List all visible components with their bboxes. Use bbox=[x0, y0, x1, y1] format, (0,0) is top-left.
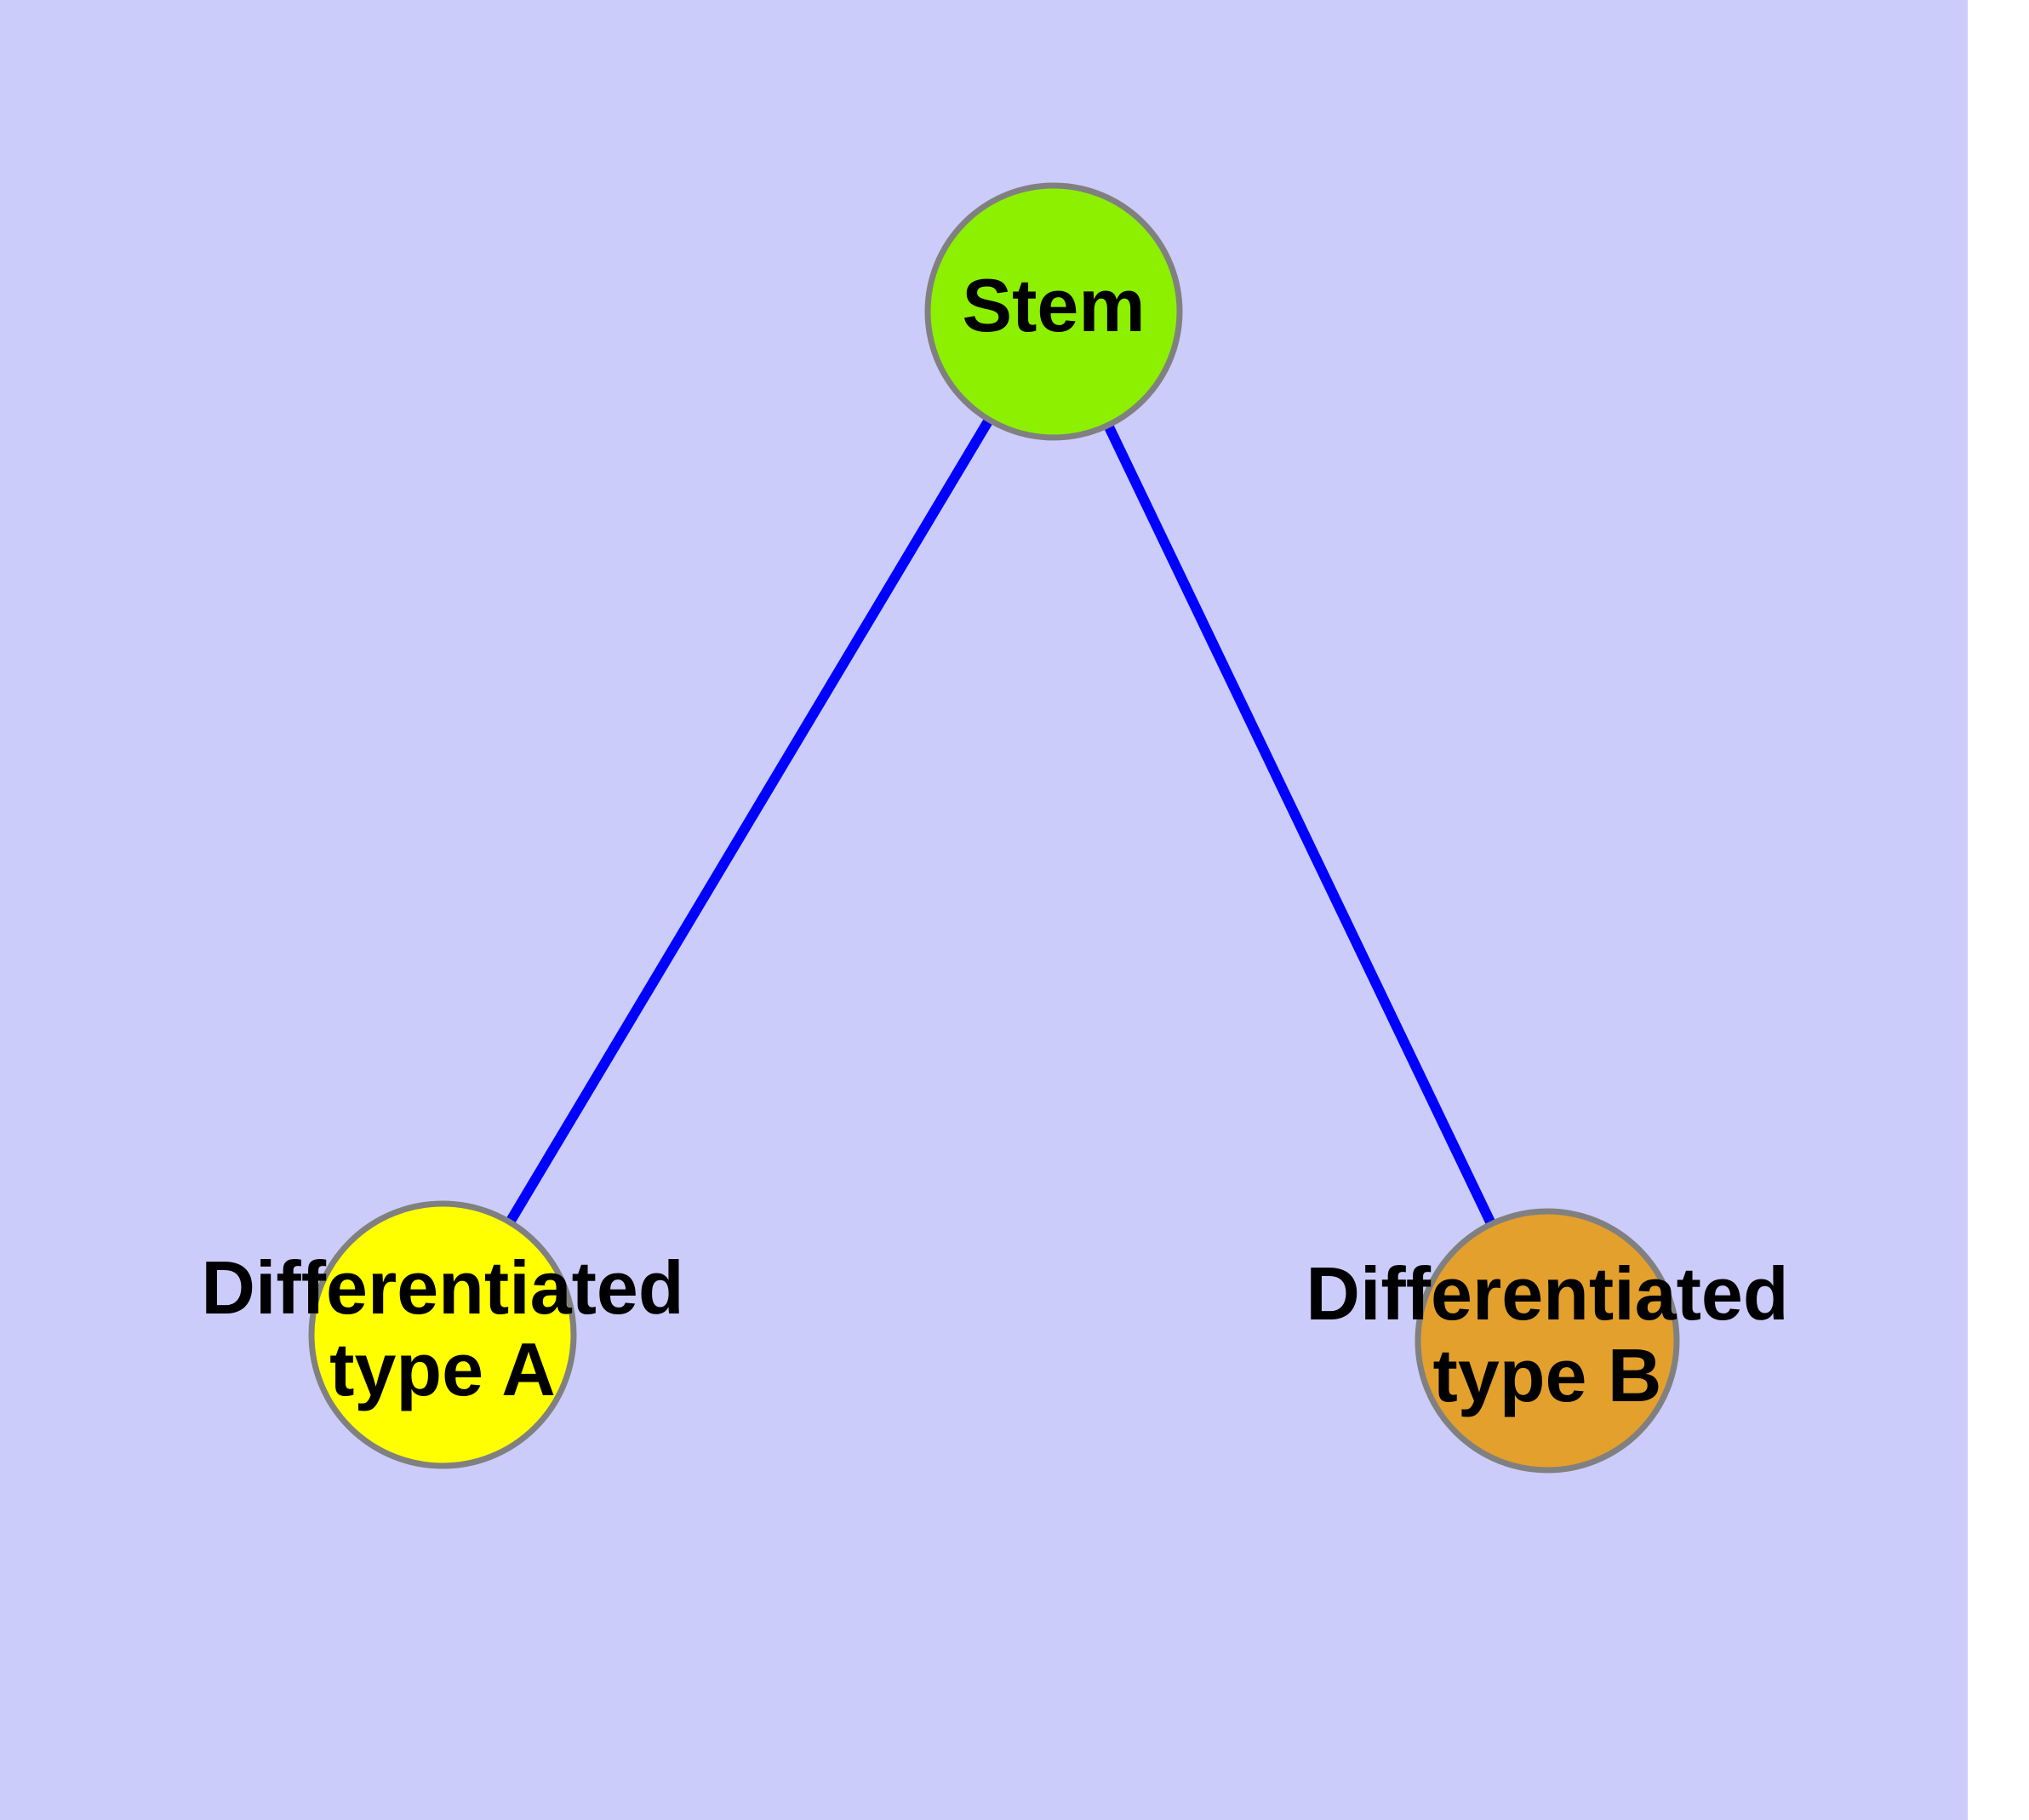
graph-node-diff_b[interactable] bbox=[1415, 1208, 1680, 1474]
graph-node-diff_a[interactable] bbox=[308, 1200, 577, 1469]
graph-edge-stem-to-diff-b[interactable] bbox=[1103, 422, 1496, 1227]
nodes-layer bbox=[308, 182, 1680, 1474]
graph-node-label-stem: Stem bbox=[962, 263, 1145, 347]
graph-node-label-line: type A bbox=[329, 1327, 556, 1411]
graph-node-label-line: type B bbox=[1433, 1333, 1662, 1417]
graph-node-label-line: Differentiated bbox=[1306, 1251, 1788, 1336]
graph-node-label-line: Stem bbox=[962, 263, 1145, 347]
edges-layer bbox=[505, 416, 1496, 1227]
graph-node-stem[interactable] bbox=[924, 182, 1183, 441]
graph-node-label-line: Differentiated bbox=[201, 1245, 683, 1330]
graph-edge-stem-to-diff-a[interactable] bbox=[505, 416, 994, 1225]
